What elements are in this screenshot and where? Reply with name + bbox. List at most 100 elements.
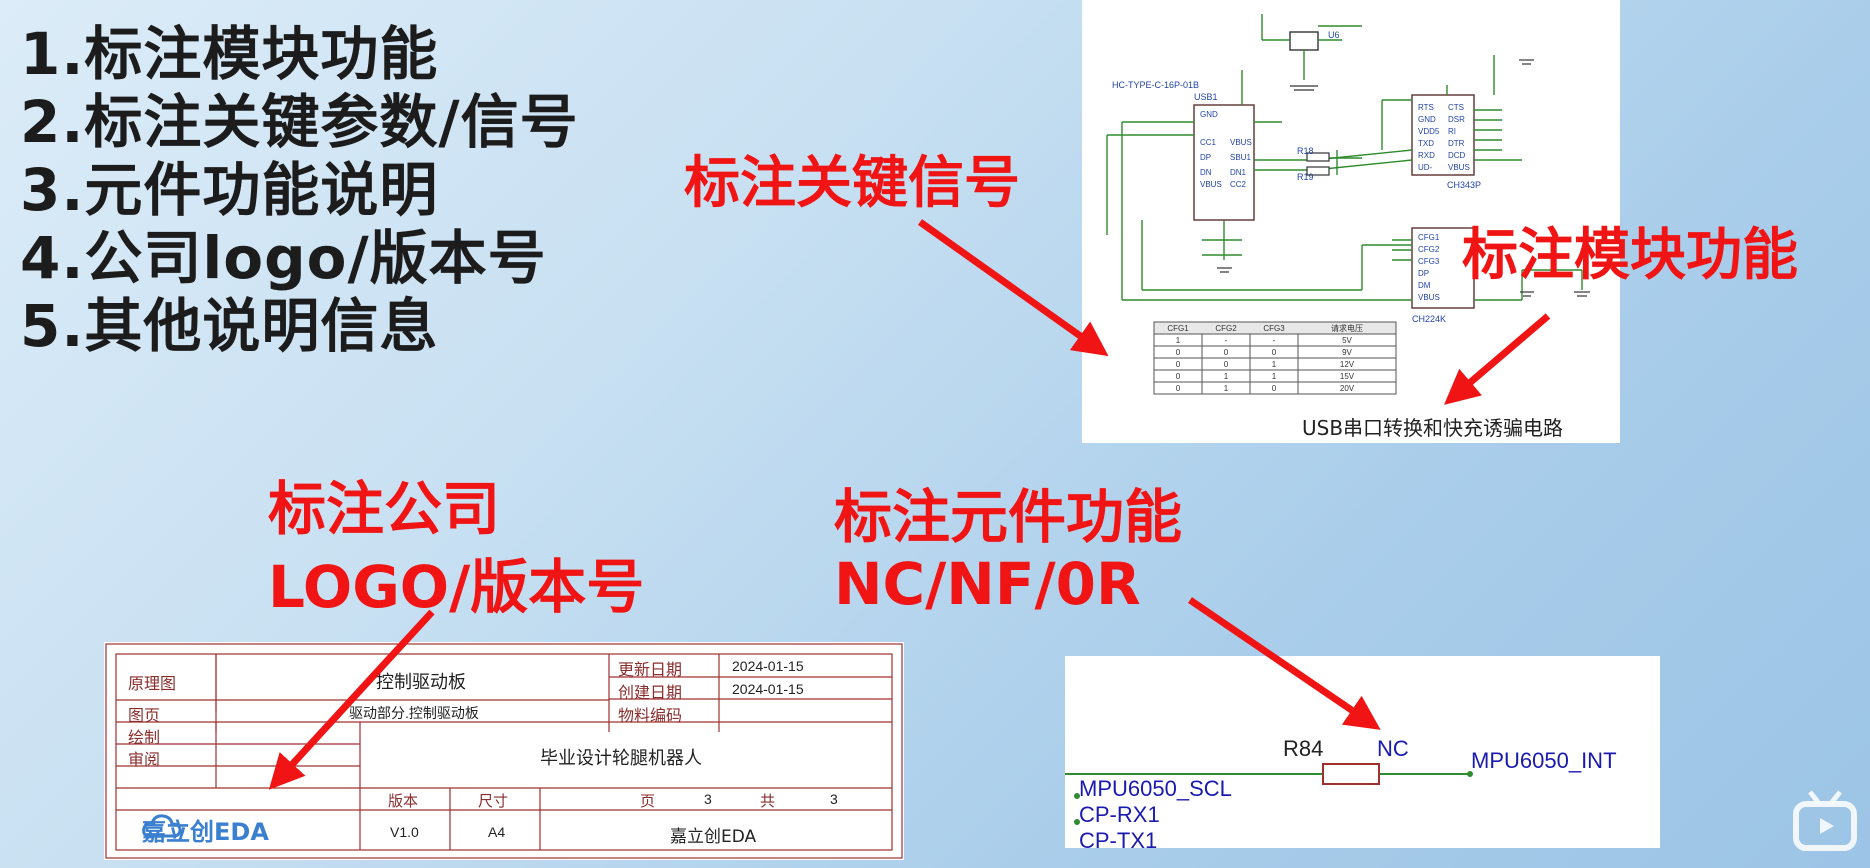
u2-part: CH343P <box>1447 180 1481 190</box>
svg-text:VBUS: VBUS <box>1200 180 1222 189</box>
callout-key-signal: 标注关键信号 <box>684 151 1020 216</box>
cfg-cell: 1 <box>1224 372 1229 381</box>
tb-material-label: 物料编码 <box>618 706 683 725</box>
cfg-cell: 0 <box>1272 384 1277 393</box>
schematic-caption: USB串口转换和快充诱骗电路 <box>1302 416 1564 440</box>
callout-logo-version: LOGO/版本号 <box>268 553 645 621</box>
bilibili-tv-icon <box>1793 790 1857 851</box>
tb-pages-label: 页 <box>640 792 656 810</box>
net-nc: NC <box>1377 736 1409 761</box>
tb-type-label: 原理图 <box>128 674 177 693</box>
tb-design-name: 毕业设计轮腿机器人 <box>540 748 702 769</box>
usb-part: HC-TYPE-C-16P-01B <box>1112 80 1199 90</box>
resistor-r84 <box>1322 763 1380 785</box>
net-ref: R84 <box>1283 736 1324 761</box>
tb-total-num: 3 <box>830 791 838 807</box>
cfg-cell: 0 <box>1272 348 1277 357</box>
checklist-item: 3.元件功能说明 <box>20 156 439 224</box>
tb-company: 嘉立创EDA <box>670 827 757 847</box>
checklist-item: 2.标注关键参数/信号 <box>20 88 579 156</box>
tb-project: 控制驱动板 <box>376 672 466 693</box>
cfg-cell: 1 <box>1272 360 1277 369</box>
svg-text:DN: DN <box>1200 168 1212 177</box>
svg-text:DP: DP <box>1418 269 1429 278</box>
tb-create-label: 创建日期 <box>618 683 683 702</box>
arrow-key-signal <box>917 219 1109 357</box>
net-label-right: MPU6050_INT <box>1471 748 1617 773</box>
svg-text:TXD: TXD <box>1418 139 1434 148</box>
svg-text:DN1: DN1 <box>1230 168 1247 177</box>
callout-company: 标注公司 <box>268 475 501 543</box>
svg-text:VBUS: VBUS <box>1448 163 1470 172</box>
logo-text: 嘉立创EDA <box>142 818 269 846</box>
net-label-left: MPU6050_SCL <box>1079 776 1232 801</box>
svg-text:CFG3: CFG3 <box>1418 257 1440 266</box>
svg-text:RI: RI <box>1448 127 1456 136</box>
cfg-cell: 0 <box>1176 360 1181 369</box>
cfg-header: CFG3 <box>1263 324 1285 333</box>
svg-text:GND: GND <box>1200 110 1218 119</box>
svg-text:CC2: CC2 <box>1230 180 1247 189</box>
net-drawing <box>1065 763 1473 825</box>
net-label-left: CP-RX1 <box>1079 802 1160 827</box>
cfg-cell: 1 <box>1272 372 1277 381</box>
net-label-left: CP-TX1 <box>1079 828 1158 853</box>
svg-text:DTR: DTR <box>1448 139 1465 148</box>
cfg-cell: 1 <box>1224 384 1229 393</box>
tb-review-label: 审阅 <box>128 750 161 769</box>
cfg-cell: - <box>1273 336 1276 345</box>
svg-text:DP: DP <box>1200 153 1211 162</box>
cfg-cell: 15V <box>1340 372 1355 381</box>
tb-size-label: 尺寸 <box>478 792 509 810</box>
checklist: 1.标注模块功能 2.标注关键参数/信号 3.元件功能说明 4.公司logo/版… <box>20 20 579 360</box>
r19-ref: R19 <box>1297 172 1314 182</box>
cfg-cell: 20V <box>1340 384 1355 393</box>
cfg-cell: 0 <box>1224 348 1229 357</box>
tb-update-label: 更新日期 <box>618 660 683 679</box>
svg-text:CTS: CTS <box>1448 103 1464 112</box>
svg-text:CFG1: CFG1 <box>1418 233 1440 242</box>
cfg-header: CFG2 <box>1215 324 1237 333</box>
tb-page-label: 图页 <box>128 706 161 725</box>
cfg-cell: 1 <box>1176 336 1181 345</box>
title-block-grid <box>105 643 903 859</box>
svg-text:VDD5: VDD5 <box>1418 127 1440 136</box>
cfg-cell: 0 <box>1176 348 1181 357</box>
tb-size: A4 <box>488 824 506 840</box>
callout-nc-nf-0r: NC/NF/0R <box>834 550 1141 618</box>
svg-text:RTS: RTS <box>1418 103 1434 112</box>
u6-ref: U6 <box>1328 30 1340 40</box>
svg-text:RXD: RXD <box>1418 151 1435 160</box>
svg-text:VBUS: VBUS <box>1230 138 1252 147</box>
svg-text:VBUS: VBUS <box>1418 293 1440 302</box>
cfg-cell: 0 <box>1176 372 1181 381</box>
cloud-icon <box>142 814 182 838</box>
tb-update-date: 2024-01-15 <box>732 658 804 674</box>
cfg-cell: 0 <box>1176 384 1181 393</box>
u3-part: CH224K <box>1412 314 1446 324</box>
checklist-item: 4.公司logo/版本号 <box>20 224 547 292</box>
svg-text:CFG2: CFG2 <box>1418 245 1440 254</box>
tb-version: V1.0 <box>390 824 419 840</box>
svg-text:DCD: DCD <box>1448 151 1466 160</box>
callout-module-function: 标注模块功能 <box>1462 223 1798 288</box>
tb-page-value: 驱动部分.控制驱动板 <box>349 705 479 721</box>
tb-version-label: 版本 <box>388 792 419 810</box>
company-logo: 嘉立创EDA <box>142 812 269 847</box>
svg-text:SBU1: SBU1 <box>1230 153 1251 162</box>
tb-total-label: 共 <box>760 792 776 810</box>
cfg-cell: 12V <box>1340 360 1355 369</box>
tb-page-num: 3 <box>704 791 712 807</box>
svg-text:CC1: CC1 <box>1200 138 1217 147</box>
title-block: 原理图 控制驱动板 更新日期 2024-01-15 创建日期 2024-01-1… <box>104 642 904 860</box>
checklist-item: 5.其他说明信息 <box>20 292 439 360</box>
tb-create-date: 2024-01-15 <box>732 681 804 697</box>
cfg-cell: - <box>1225 336 1228 345</box>
checklist-item: 1.标注模块功能 <box>20 20 439 88</box>
svg-text:DM: DM <box>1418 281 1431 290</box>
r18-ref: R18 <box>1297 146 1314 156</box>
usb-ref: USB1 <box>1194 92 1218 102</box>
cfg-cell: 5V <box>1342 336 1352 345</box>
